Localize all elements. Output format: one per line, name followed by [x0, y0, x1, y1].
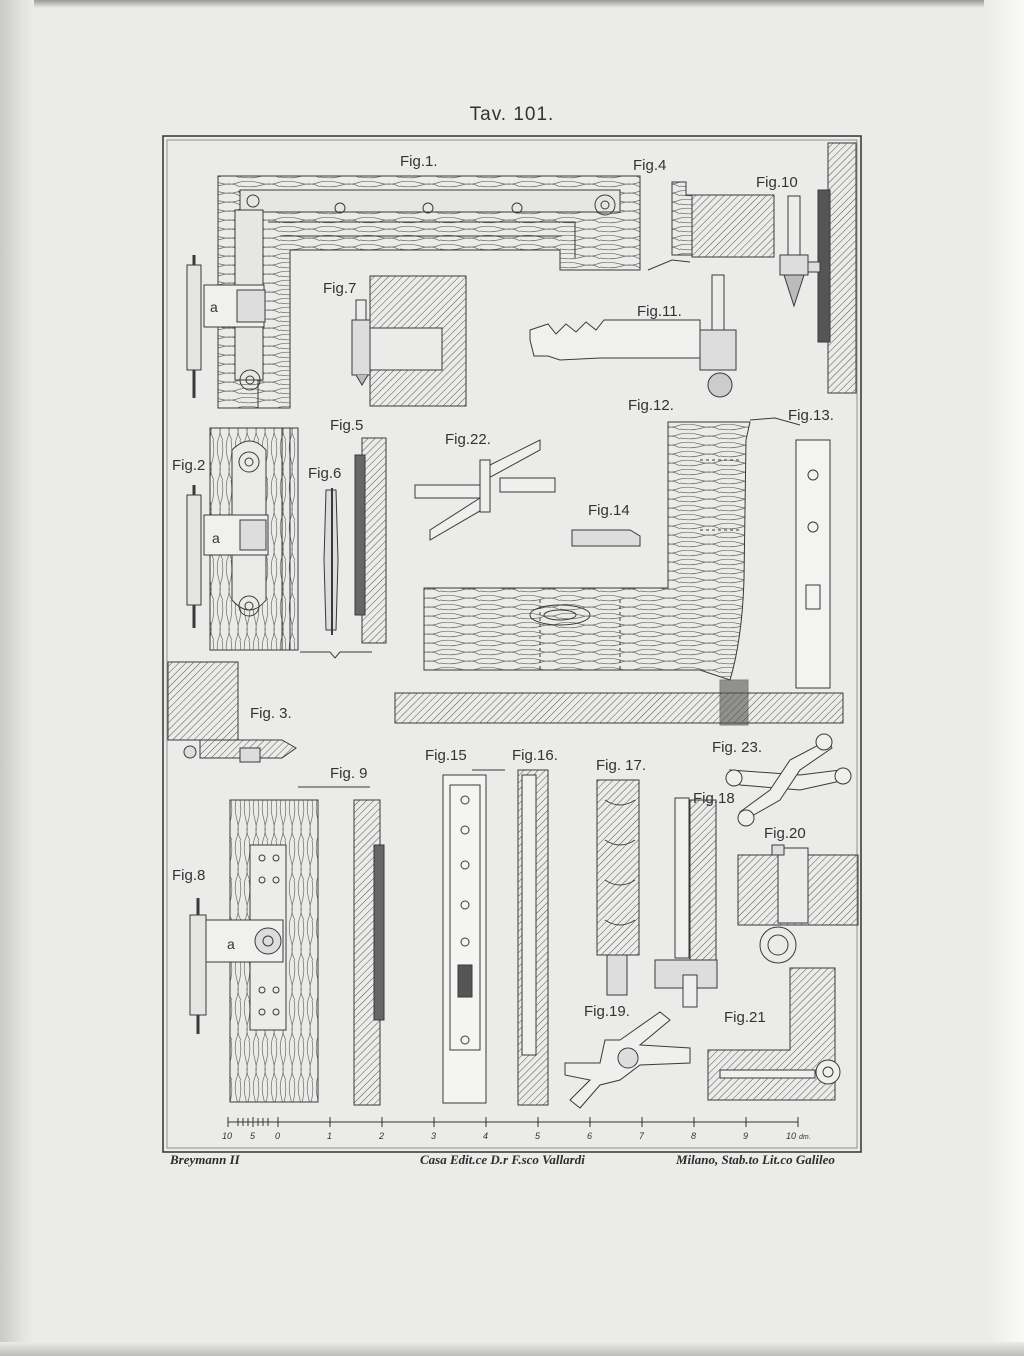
scale-tick-label: 1 [327, 1131, 332, 1141]
scale-tick-label: 8 [691, 1131, 696, 1141]
scale-unit: dm. [799, 1134, 811, 1141]
figure-label-12: Fig.12. [628, 397, 674, 414]
figure-label-22: Fig.22. [445, 431, 491, 448]
figure-10-drawing [779, 142, 857, 394]
page-shadow-right [984, 0, 1024, 1356]
plate-inner-frame [166, 139, 858, 1149]
figure-7-drawing [351, 275, 467, 407]
figure-label-4: Fig.4 [633, 157, 666, 174]
plate-frame [162, 135, 862, 1153]
figure-label-1: Fig.1. [400, 153, 438, 170]
scale-tick-label: 6 [587, 1131, 592, 1141]
scale-tick-label: 10 [222, 1131, 232, 1141]
figure-label-6: Fig.6 [308, 465, 341, 482]
figure-label-14: Fig.14 [588, 502, 630, 519]
page-shadow-bottom [0, 1342, 1024, 1356]
figure-label-21: Fig.21 [724, 1009, 766, 1026]
credit-publisher: Casa Edit.ce D.r F.sco Vallardi [420, 1152, 585, 1167]
figure-15-16-drawing [442, 769, 549, 1106]
figure-label-18: Fig.18 [693, 790, 735, 807]
figure-23-drawing [725, 733, 852, 827]
figure-label-3: Fig. 3. [250, 705, 292, 722]
credit-author: Breymann II [170, 1152, 240, 1167]
part-letter-fig2: a [212, 530, 220, 546]
part-letter-fig1: a [210, 299, 218, 315]
figure-label-15: Fig.15 [425, 747, 467, 764]
scale-tick-label: 2 [378, 1131, 384, 1141]
figure-label-8: Fig.8 [172, 867, 205, 884]
scale-tick-label: 5 [250, 1131, 256, 1141]
scale-tick-label: 9 [743, 1131, 748, 1141]
figure-label-13: Fig.13. [788, 407, 834, 424]
credit-printer: Milano, Stab.to Lit.co Galileo [676, 1152, 835, 1167]
figure-11-drawing [529, 274, 737, 398]
figure-label-17: Fig. 17. [596, 757, 646, 774]
figure-label-10: Fig.10 [756, 174, 798, 191]
figure-labels: Fig.1. Fig.2 Fig. 3. Fig.4 Fig.5 Fig.6 F… [172, 153, 834, 1026]
figure-label-19: Fig.19. [584, 1003, 630, 1020]
scale-tick-label: 5 [535, 1131, 541, 1141]
scale-bar [227, 1117, 799, 1127]
figure-3-drawing [167, 661, 297, 763]
figure-label-7: Fig.7 [323, 280, 356, 297]
figure-label-11: Fig.11. [637, 303, 682, 320]
figure-4-drawing [647, 181, 775, 271]
figure-label-5: Fig.5 [330, 417, 363, 434]
figure-label-2: Fig.2 [172, 457, 205, 474]
scale-tick-label: 0 [275, 1131, 280, 1141]
figure-label-23: Fig. 23. [712, 739, 762, 756]
page-shadow-top [0, 0, 1024, 8]
figure-17-18-drawing [596, 779, 718, 1008]
scale-tick-label: 3 [431, 1131, 436, 1141]
figure-13-drawing [749, 417, 831, 689]
figure-label-20: Fig.20 [764, 825, 806, 842]
part-letter-fig8: a [227, 936, 235, 952]
figure-22-drawing [414, 439, 556, 541]
figure-5-6-drawing [300, 437, 387, 659]
page-shadow-left [0, 0, 34, 1356]
figure-8-9-drawing [189, 786, 385, 1106]
figure-20-drawing [737, 844, 859, 964]
scale-tick-label: 7 [639, 1131, 645, 1141]
part-letters: a a a [210, 299, 235, 952]
figure-2-drawing [186, 427, 299, 651]
scale-tick-label: 10 [786, 1131, 796, 1141]
figure-label-9: Fig. 9 [330, 765, 368, 782]
figure-1-drawing [186, 175, 641, 409]
plate-title: Tav. 101. [469, 104, 555, 125]
scale-tick-labels: 10 5 0 1 2 3 4 5 6 7 8 9 10 dm. [222, 1131, 811, 1141]
figure-12-drawing [394, 421, 844, 726]
figure-21-drawing [707, 967, 841, 1101]
scale-tick-label: 4 [483, 1131, 488, 1141]
figure-19-drawing [564, 1011, 691, 1109]
figure-14-drawing [571, 529, 641, 547]
figure-label-16: Fig.16. [512, 747, 558, 764]
